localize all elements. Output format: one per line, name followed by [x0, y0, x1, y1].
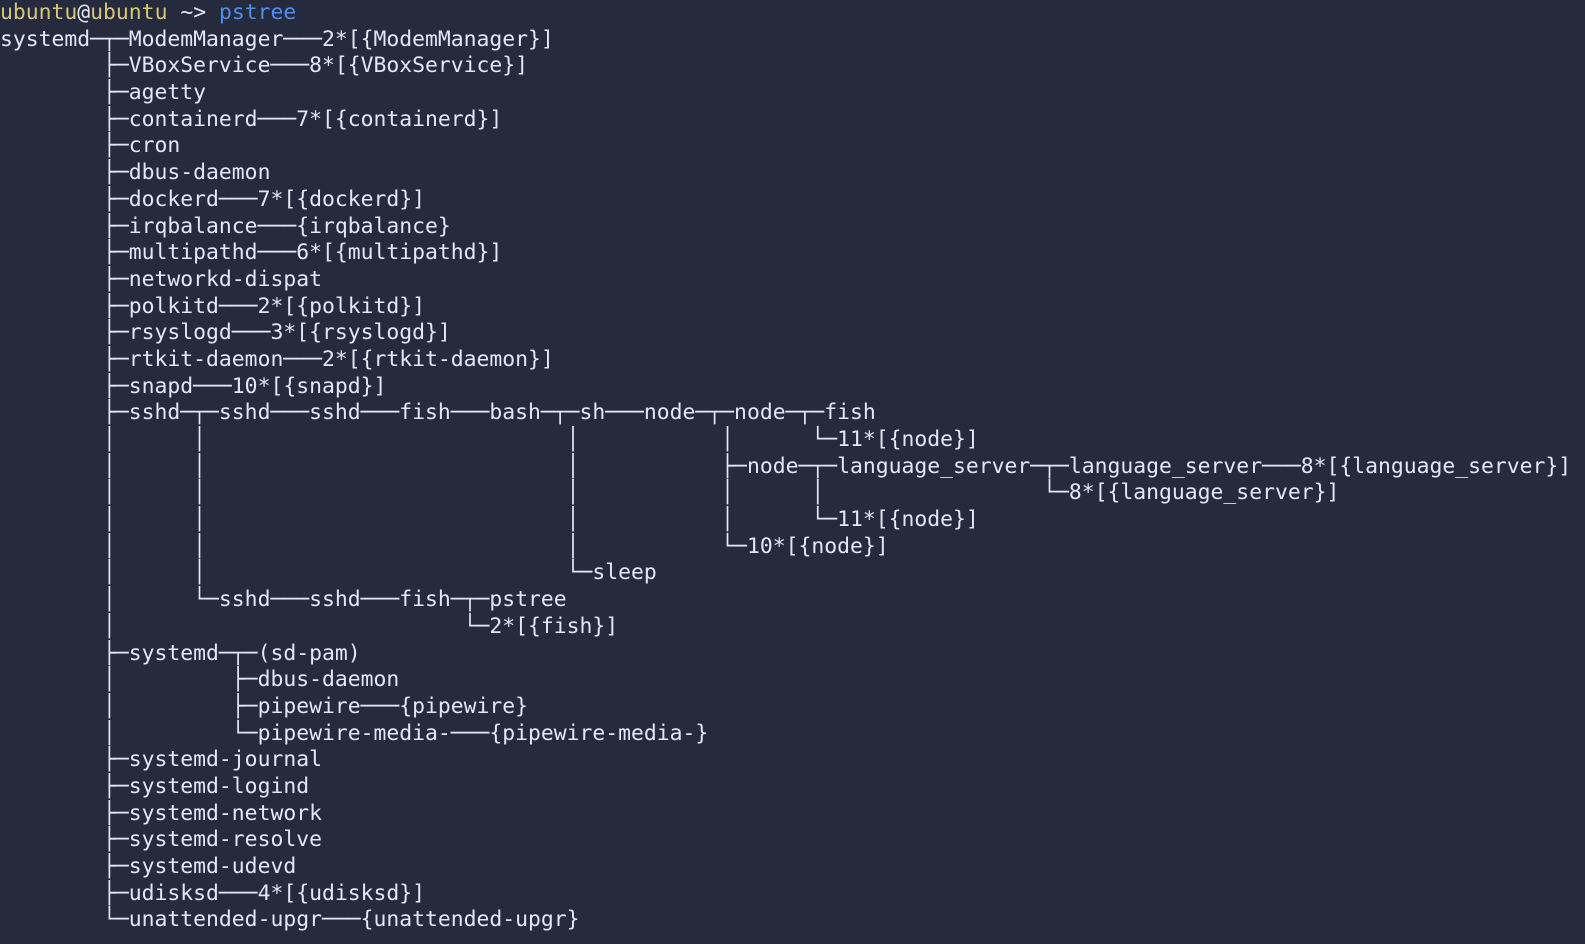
- output-line: ├─irqbalance───{irqbalance}: [0, 213, 451, 239]
- output-line: └─unattended-upgr───{unattended-upgr}: [0, 907, 580, 933]
- output-line: │ ├─pipewire───{pipewire}: [0, 693, 529, 719]
- output-line: ├─rsyslogd───3*[{rsyslogd}]: [0, 320, 451, 346]
- output-line: ├─rtkit-daemon───2*[{rtkit-daemon}]: [0, 346, 554, 372]
- output-line: │ └─pipewire-media-───{pipewire-media-}: [0, 720, 709, 746]
- prompt-cwd: ~>: [167, 0, 219, 25]
- output-line: │ │ │ │ └─11*[{node}]: [0, 427, 979, 452]
- output-line: │ │ │ │ └─11*[{node}]: [0, 507, 979, 533]
- output-line: ├─systemd-logind: [0, 773, 310, 799]
- output-line: │ │ │ │ │ └─8*[{language_server}]: [0, 480, 1340, 506]
- output-line: ├─polkitd───2*[{polkitd}]: [0, 293, 425, 319]
- output-line: ├─systemd-resolve: [0, 827, 322, 853]
- output-line: ├─cron: [0, 133, 181, 159]
- prompt-line: ubuntu@ubuntu ~> pstree: [0, 0, 1585, 27]
- output-line: ├─snapd───10*[{snapd}]: [0, 373, 387, 399]
- output-line: │ │ │ └─10*[{node}]: [0, 533, 889, 559]
- output-line: ├─systemd-udevd: [0, 854, 297, 879]
- prompt-host: ubuntu: [90, 0, 168, 25]
- prompt-at: @: [77, 0, 91, 25]
- output-line: ├─systemd-network: [0, 800, 322, 826]
- output-line: │ │ └─sleep: [0, 560, 657, 586]
- output-line: │ ├─dbus-daemon: [0, 667, 400, 693]
- output-line: ├─udisksd───4*[{udisksd}]: [0, 880, 425, 906]
- output-line: ├─multipathd───6*[{multipathd}]: [0, 240, 503, 266]
- prompt-user: ubuntu: [0, 0, 78, 25]
- output-line: ├─agetty: [0, 80, 207, 106]
- output-line: ├─dbus-daemon: [0, 160, 271, 186]
- output-line: ├─containerd───7*[{containerd}]: [0, 106, 503, 132]
- output-line: ├─networkd-dispat: [0, 266, 322, 292]
- output-line: ├─systemd─┬─(sd-pam): [0, 640, 361, 666]
- command-output: systemd─┬─ModemManager───2*[{ModemManage…: [0, 27, 1585, 934]
- output-line: ├─systemd-journal: [0, 747, 322, 773]
- output-line: │ └─2*[{fish}]: [0, 613, 619, 639]
- output-line: ├─sshd─┬─sshd───sshd───fish───bash─┬─sh─…: [0, 400, 876, 426]
- output-line: ├─dockerd───7*[{dockerd}]: [0, 186, 425, 212]
- output-line: ├─VBoxService───8*[{VBoxService}]: [0, 53, 529, 79]
- output-line: │ │ │ ├─node─┬─language_server─┬─languag…: [0, 453, 1572, 479]
- output-line: │ └─sshd───sshd───fish─┬─pstree: [0, 587, 567, 613]
- output-line: systemd─┬─ModemManager───2*[{ModemManage…: [0, 26, 554, 52]
- prompt-command: pstree: [218, 0, 297, 25]
